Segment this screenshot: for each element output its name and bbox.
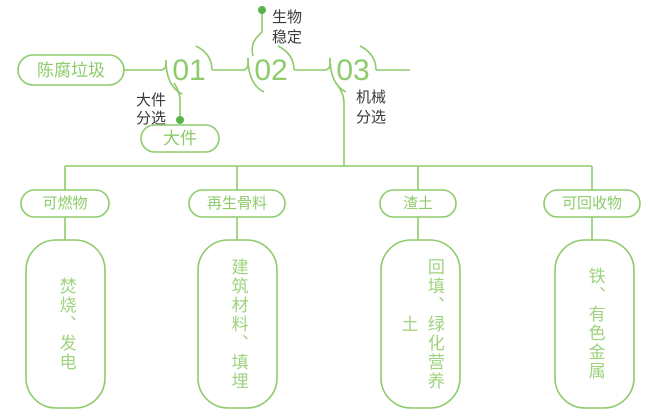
- start-node-label: 陈腐垃圾: [37, 61, 105, 80]
- stage-01[interactable]: 01: [165, 45, 213, 95]
- output-node-3[interactable]: 可回收物: [543, 189, 641, 218]
- stage-02[interactable]: 02: [247, 45, 295, 93]
- connector-stage-03-to-bus: [335, 82, 345, 166]
- destination-text-2: 回填、绿化营养土: [398, 257, 444, 391]
- output-label-3: 可回收物: [562, 195, 622, 212]
- stage-02-number: 02: [254, 54, 287, 87]
- stage-03-right-arc: [359, 45, 377, 71]
- destination-box-1[interactable]: [197, 239, 278, 409]
- stage-03-left-arc: [329, 57, 347, 93]
- output-label-2: 渣土: [403, 195, 433, 212]
- stage-02-annotation: 生物 稳定: [272, 9, 302, 46]
- side-output-label: 大件: [163, 129, 197, 148]
- destination-text-wrap-2: 回填、绿化营养土: [381, 240, 460, 408]
- connector-stage-01-to-side-output: [173, 82, 181, 120]
- destination-text-3: 铁、有色金属: [585, 267, 605, 381]
- destination-box-0[interactable]: [25, 239, 106, 409]
- output-label-1: 再生骨料: [207, 195, 267, 212]
- output-label-0: 可燃物: [42, 194, 87, 212]
- output-node-2[interactable]: 渣土: [379, 189, 457, 218]
- stage-01-annotation: 大件 分选: [136, 92, 166, 127]
- destination-text-wrap-1: 建筑材料、填埋: [198, 240, 277, 408]
- destination-text-wrap-3: 铁、有色金属: [555, 240, 634, 408]
- stage-01-annotation-line1: 大件: [136, 92, 166, 109]
- stage-03-annotation-line1: 机械: [356, 89, 386, 106]
- stage-02-annotation-line1: 生物: [272, 9, 302, 26]
- connector-stage-02-to-stage-03: [294, 58, 331, 71]
- stage-01-number: 01: [172, 54, 205, 87]
- side-output-node[interactable]: 大件: [140, 124, 220, 153]
- output-node-0[interactable]: 可燃物: [20, 189, 110, 218]
- connector-start-to-stage-01: [124, 60, 167, 71]
- destination-text-1: 建筑材料、填埋: [228, 257, 248, 391]
- destination-text-wrap-0: 焚烧、发电: [26, 240, 105, 408]
- connector-stage-01-to-stage-02: [212, 58, 249, 71]
- side-output-dot: [176, 116, 184, 124]
- destination-text-0: 焚烧、发电: [56, 276, 76, 372]
- stage-02-left-arc: [247, 57, 265, 93]
- stage-03-annotation-line2: 分选: [356, 109, 386, 126]
- side-output-pill: [140, 124, 220, 153]
- stage-03[interactable]: 03: [329, 45, 377, 93]
- start-node[interactable]: 陈腐垃圾: [17, 54, 125, 86]
- destination-box-2[interactable]: [380, 239, 461, 409]
- stage-02-annotation-line2: 稳定: [272, 29, 302, 46]
- stage-01-right-arc: [195, 45, 213, 71]
- output-node-1[interactable]: 再生骨料: [188, 189, 286, 218]
- stage-03-annotation: 机械 分选: [356, 89, 386, 126]
- destination-box-3[interactable]: [554, 239, 635, 409]
- stage-03-number: 03: [336, 54, 369, 87]
- connector-stage-02-to-annotation: [251, 12, 263, 57]
- stage-01-annotation-line2: 分选: [136, 110, 166, 127]
- stage-02-annotation-dot: [258, 6, 266, 14]
- stage-02-right-arc: [277, 45, 295, 71]
